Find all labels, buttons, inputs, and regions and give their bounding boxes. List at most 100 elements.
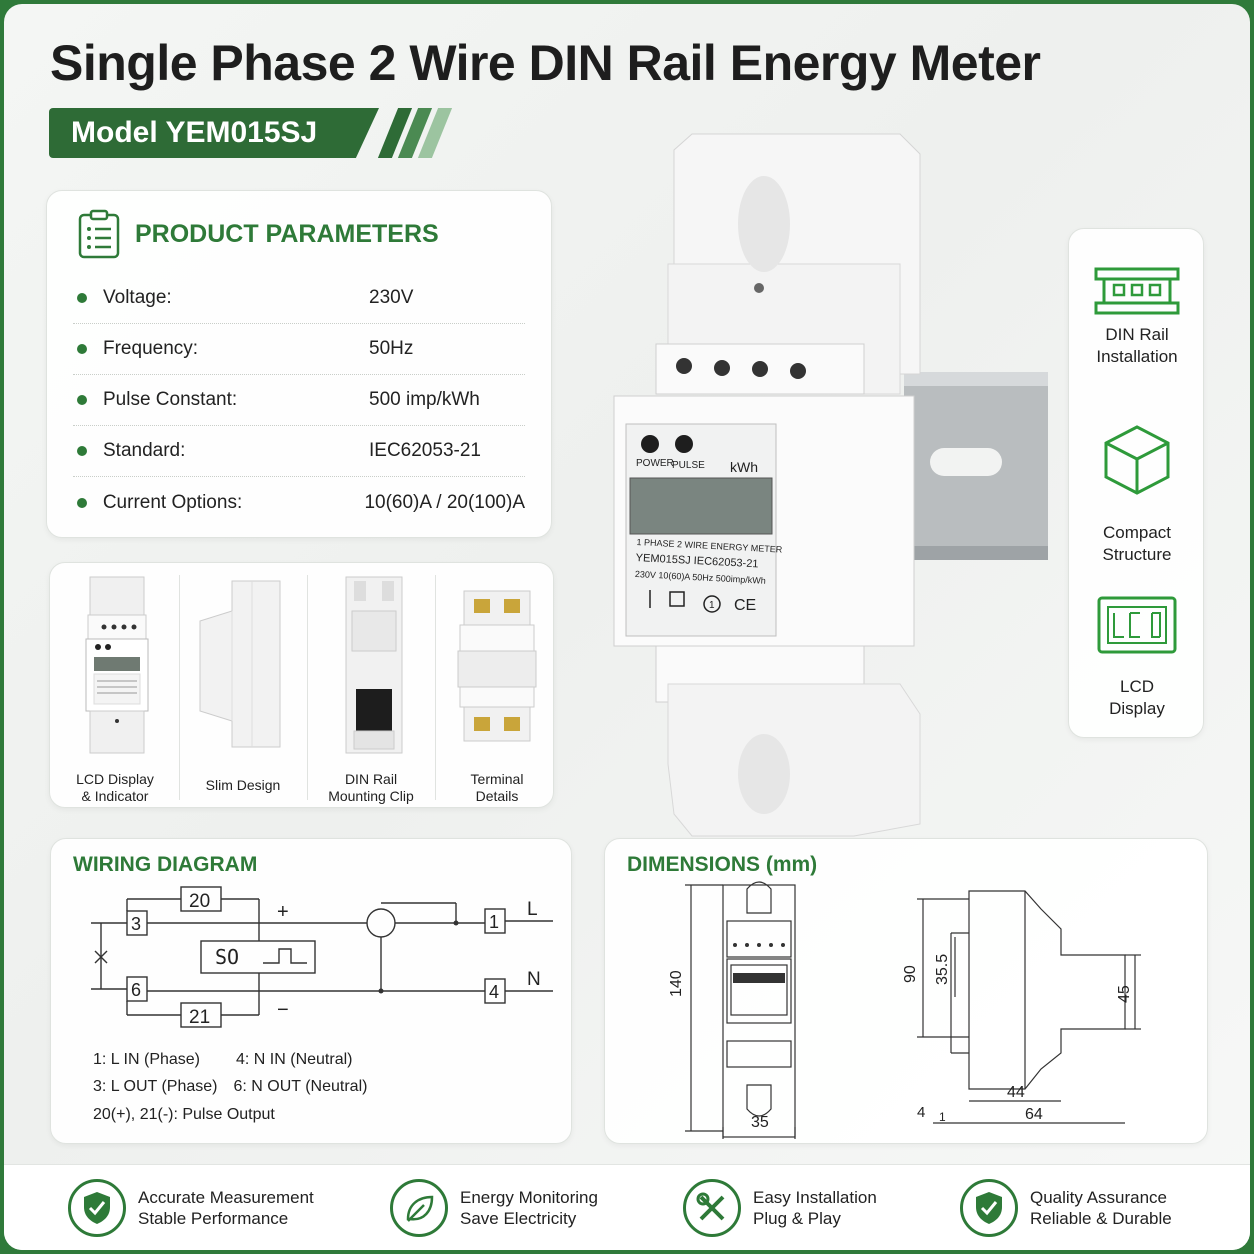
bullet-dot [77, 497, 87, 508]
din-rail-icon [1094, 267, 1180, 315]
dimensions-card: DIMENSIONS (mm) [604, 838, 1208, 1144]
param-row: Standard: IEC62053-21 [73, 426, 525, 477]
params-title: PRODUCT PARAMETERS [135, 219, 439, 248]
param-label: Frequency: [103, 338, 199, 359]
wiring-legend-line: 20(+), 21(-): Pulse Output [93, 1106, 275, 1123]
wiring-legend-line: 3: L OUT (Phase)6: N OUT (Neutral) [93, 1078, 368, 1095]
param-row: Frequency: 50Hz [73, 324, 525, 375]
dimensions-title: DIMENSIONS (mm) [627, 853, 818, 876]
param-row: Pulse Constant: 500 imp/kWh [73, 375, 525, 426]
divider [179, 575, 180, 800]
wiring-title: WIRING DIAGRAM [73, 853, 258, 876]
param-label: Standard: [103, 440, 186, 461]
product-parameters-card: PRODUCT PARAMETERS Voltage: 230V Frequen… [46, 190, 552, 538]
divider [435, 575, 436, 800]
svg-text:4: 4 [489, 982, 499, 1002]
svg-text:6: 6 [131, 980, 141, 1000]
svg-text:21: 21 [189, 1007, 210, 1028]
bullet-dot [77, 293, 87, 303]
model-label: Model YEM015SJ [71, 116, 318, 149]
svg-text:3: 3 [131, 914, 141, 934]
param-value: 500 imp/kWh [369, 389, 480, 410]
meter-front-image [85, 576, 149, 754]
svg-text:140: 140 [668, 970, 685, 997]
param-value: 10(60)A / 20(100)A [364, 491, 525, 513]
svg-text:1: 1 [939, 1110, 946, 1124]
param-row: Voltage: 230V [73, 273, 525, 324]
ce-mark: CE [734, 597, 756, 614]
dimension-drawing: 140 35 90 35.5 45 44 64 4 1 [668, 881, 1141, 1139]
svg-text:−: − [277, 999, 289, 1021]
tools-icon [683, 1179, 741, 1237]
page-title: Single Phase 2 Wire DIN Rail Energy Mete… [50, 35, 1041, 91]
meter-back-image [345, 576, 403, 754]
leaf-icon [390, 1179, 448, 1237]
wiring-diagram-card: WIRING DIAGRAM [50, 838, 572, 1144]
param-value: 50Hz [369, 338, 414, 359]
kwh-unit: kWh [730, 459, 758, 475]
bullet-dot [77, 395, 87, 405]
bullet-dot [77, 446, 87, 456]
thumb-caption: LCD Display& Indicator [76, 771, 154, 804]
param-row: Current Options: 10(60)A / 20(100)A [73, 477, 525, 528]
svg-text:N: N [527, 969, 541, 990]
svg-text:90: 90 [902, 965, 919, 983]
params-header: PRODUCT PARAMETERS [77, 209, 439, 259]
svg-text:35: 35 [751, 1114, 769, 1131]
power-label: POWER [636, 458, 674, 469]
lcd-icon [1097, 596, 1177, 654]
page: Single Phase 2 Wire DIN Rail Energy Mete… [4, 4, 1250, 1250]
meter-terminal-image [457, 590, 537, 742]
class-mark: 1 [709, 600, 715, 611]
shield-check-icon [960, 1179, 1018, 1237]
clipboard-list-icon [78, 209, 120, 259]
svg-text:4: 4 [917, 1104, 925, 1121]
thumb-lcd-display: LCD Display& Indicator [52, 571, 178, 804]
bullet-dot [77, 344, 87, 354]
param-value: IEC62053-21 [369, 440, 481, 461]
param-label: Voltage: [103, 287, 172, 308]
shield-check-icon [68, 1179, 126, 1237]
cube-icon [1104, 425, 1170, 495]
divider [307, 575, 308, 800]
svg-text:45: 45 [1116, 985, 1133, 1003]
wiring-diagram: 3 6 1 4 20 21 + − SO L N [91, 886, 553, 1028]
param-label: Pulse Constant: [103, 389, 238, 410]
pulse-label: PULSE [672, 460, 705, 471]
param-label: Current Options: [102, 491, 243, 513]
main-meter-image: POWER PULSE kWh 1 PHASE 2 WIRE ENERGY ME… [604, 124, 1064, 844]
svg-text:64: 64 [1025, 1106, 1043, 1123]
svg-text:SO: SO [215, 945, 239, 969]
thumb-slim-design: Slim Design [180, 571, 306, 803]
meter-side-image [199, 580, 281, 748]
svg-text:20: 20 [189, 891, 210, 912]
svg-text:L: L [527, 899, 538, 920]
wiring-legend-line: 1: L IN (Phase)4: N IN (Neutral) [93, 1051, 353, 1068]
svg-text:+: + [277, 901, 289, 923]
svg-text:44: 44 [1007, 1084, 1025, 1101]
thumb-caption: Slim Design [205, 777, 281, 793]
svg-text:1: 1 [489, 912, 499, 932]
param-value: 230V [369, 287, 414, 308]
svg-text:35.5: 35.5 [934, 954, 951, 985]
product-views-card: LCD Display& Indicator Slim Design DIN R… [49, 562, 554, 808]
model-badge: Model YEM015SJ [49, 108, 379, 158]
